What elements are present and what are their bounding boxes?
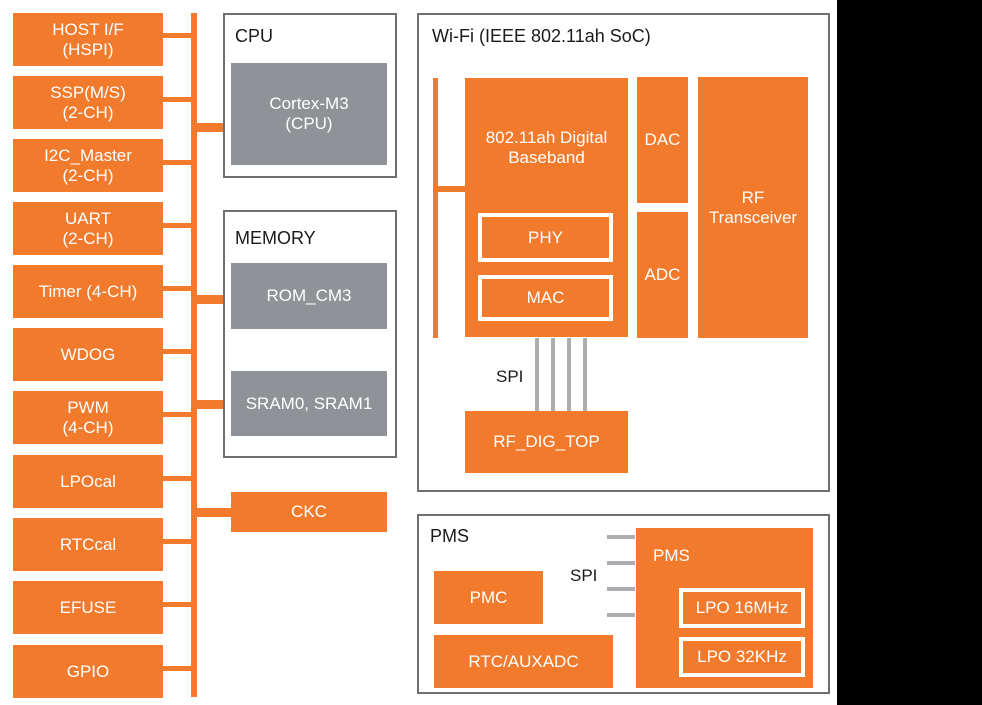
spi-line — [583, 338, 587, 412]
lpo-32khz-block: LPO 32KHz — [679, 637, 805, 677]
lpo-16mhz-block: LPO 16MHz — [679, 588, 805, 628]
peripheral-box-wdog: WDOG — [13, 328, 163, 381]
wifi-bus-connector — [438, 186, 465, 192]
spi-dash — [607, 561, 635, 565]
bus-connector-wdog — [163, 349, 191, 354]
rom-cm3-block: ROM_CM3 — [231, 263, 387, 329]
spi-dash — [607, 613, 635, 617]
bus-connector-uart — [163, 223, 191, 228]
mac-block: MAC — [478, 275, 613, 321]
pms-group-title: PMS — [430, 526, 470, 546]
rf-dig-top-block: RF_DIG_TOP — [465, 411, 628, 473]
bus-connector-cpu — [197, 123, 231, 132]
peripheral-box-efuse: EFUSE — [13, 581, 163, 634]
peripheral-box-gpio: GPIO — [13, 645, 163, 698]
peripheral-box-i2c-master: I2C_Master (2-CH) — [13, 139, 163, 192]
dac-block: DAC — [637, 77, 688, 203]
wifi-group-title: Wi-Fi (IEEE 802.11ah SoC) — [432, 26, 651, 46]
ckc-block: CKC — [231, 492, 387, 532]
spi-line — [535, 338, 539, 412]
bus-connector-sram — [197, 400, 231, 409]
bus-connector-host-if — [163, 33, 191, 38]
peripheral-box-pwm: PWM (4-CH) — [13, 391, 163, 444]
bus-connector-ssp — [163, 97, 191, 102]
phy-block: PHY — [478, 213, 613, 262]
bus-connector-i2c — [163, 160, 191, 165]
wifi-spi-label: SPI — [496, 367, 524, 386]
baseband-label: 802.11ah Digital Baseband — [485, 128, 608, 167]
pmc-block: PMC — [434, 571, 543, 624]
peripheral-box-rtccal: RTCcal — [13, 518, 163, 571]
peripheral-box-lpocal: LPOcal — [13, 455, 163, 508]
pms-block-label: PMS — [653, 546, 690, 565]
system-bus-line — [191, 13, 197, 697]
bus-connector-pwm — [163, 412, 191, 417]
bus-connector-rtccal — [163, 539, 191, 544]
peripheral-box-ssp: SSP(M/S) (2-CH) — [13, 76, 163, 129]
cpu-group-title: CPU — [235, 26, 274, 46]
spi-dash — [607, 535, 635, 539]
spi-line — [567, 338, 571, 412]
spi-line — [551, 338, 555, 412]
right-black-margin — [837, 0, 982, 705]
cortex-m3-block: Cortex-M3 (CPU) — [231, 63, 387, 165]
spi-dash — [607, 587, 635, 591]
bus-connector-lpocal — [163, 476, 191, 481]
bus-connector-ckc — [197, 508, 231, 517]
bus-connector-rom — [197, 295, 231, 304]
bus-connector-efuse — [163, 602, 191, 607]
peripheral-box-host-if: HOST I/F (HSPI) — [13, 13, 163, 66]
peripheral-box-timer: Timer (4-CH) — [13, 265, 163, 318]
rf-transceiver-block: RF Transceiver — [698, 77, 808, 338]
memory-group-title: MEMORY — [235, 228, 316, 248]
bus-connector-timer — [163, 286, 191, 291]
wifi-bus-bar — [433, 78, 438, 338]
sram-block: SRAM0, SRAM1 — [231, 371, 387, 436]
peripheral-box-uart: UART (2-CH) — [13, 202, 163, 255]
adc-block: ADC — [637, 212, 688, 338]
rtc-auxadc-block: RTC/AUXADC — [434, 635, 613, 688]
bus-connector-gpio — [163, 666, 191, 671]
pms-spi-label: SPI — [570, 566, 598, 585]
